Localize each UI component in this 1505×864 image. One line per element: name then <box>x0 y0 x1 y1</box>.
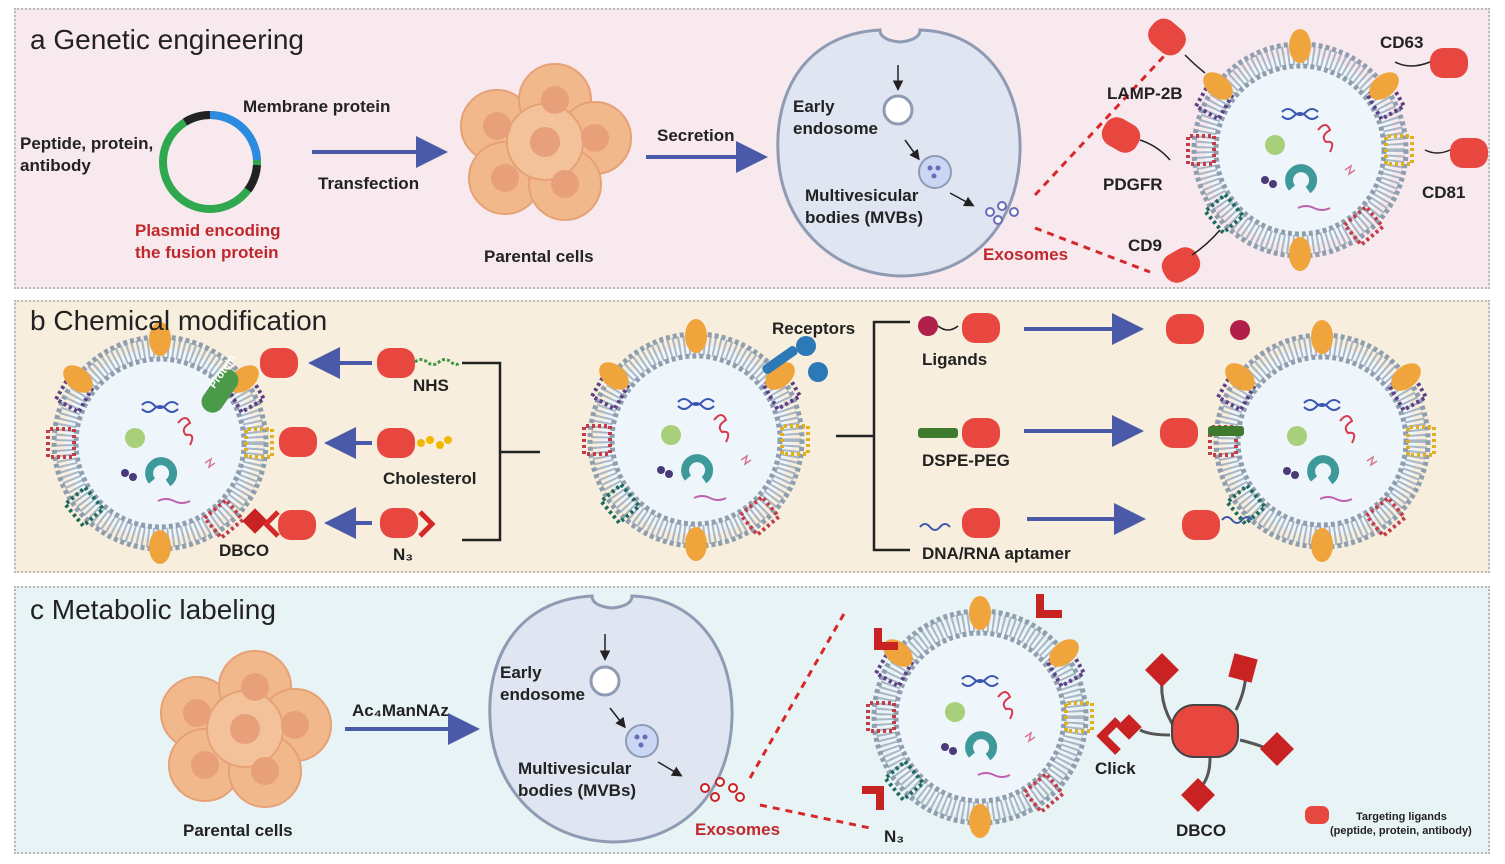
modified-exosome-b <box>48 322 272 564</box>
transfection-label: Transfection <box>318 174 420 193</box>
n3-label-b: N₃ <box>393 545 414 564</box>
ligands-b-right <box>962 313 1220 540</box>
ligands-label: Ligands <box>922 350 988 369</box>
mvb-label-1-c: Multivesicular <box>518 759 632 778</box>
exosome-release-c <box>700 777 745 802</box>
cholesterol-label: Cholesterol <box>383 469 477 488</box>
membrane-protein-label: Membrane protein <box>243 97 391 116</box>
legend-label-1: Targeting ligands <box>1356 811 1447 823</box>
exosomes-label-a: Exosomes <box>983 245 1069 264</box>
secretion-label: Secretion <box>657 126 735 145</box>
exosomes-label-c: Exosomes <box>695 820 781 839</box>
panel-b-title: b Chemical modification <box>30 305 328 336</box>
legend-swatch <box>1305 806 1329 824</box>
parental-cells-label-a: Parental cells <box>484 247 594 266</box>
panel-a-title: a Genetic engineering <box>30 24 304 55</box>
panel-c-title: c Metabolic labeling <box>30 594 276 625</box>
nhs-label: NHS <box>413 376 449 395</box>
exosome-release-a <box>985 201 1019 225</box>
plasmid-label-2: the fusion protein <box>135 243 279 262</box>
azide-labeled-exosome-c <box>868 596 1092 838</box>
parental-cells-c <box>160 650 332 808</box>
dbco-label-c: DBCO <box>1176 821 1227 840</box>
dbco-label-b: DBCO <box>219 541 270 560</box>
mvb-a <box>918 155 952 189</box>
azide-groups-c <box>862 594 1121 810</box>
native-exosome-b <box>584 319 808 561</box>
parental-cells-a <box>460 63 632 221</box>
protein-badge <box>201 369 239 413</box>
endosome-label-c: endosome <box>500 685 586 704</box>
ligands-a <box>1101 18 1488 283</box>
early-label-c: Early <box>500 663 542 682</box>
mvb-c <box>625 724 659 758</box>
n3-label-c: N₃ <box>884 827 905 846</box>
plasmid-label-1: Plasmid encoding <box>135 221 281 240</box>
early-label-a: Early <box>793 97 835 116</box>
antibody-label: antibody <box>20 156 91 175</box>
mvb-label-2-c: bodies (MVBs) <box>518 781 637 800</box>
engineered-exosome-a <box>1188 29 1412 271</box>
receptors-label: Receptors <box>772 319 856 338</box>
early-endosome-a <box>882 94 914 126</box>
early-endosome-c <box>589 665 621 697</box>
parental-cell-a <box>776 28 1022 278</box>
bracket-right <box>836 320 910 552</box>
targeted-exosome-b <box>1210 320 1434 562</box>
peptide-protein-label: Peptide, protein, <box>20 134 154 153</box>
ac4mannaz-label: Ac₄ManNAz <box>352 701 449 720</box>
legend-label-2: (peptide, protein, antibody) <box>1330 825 1472 837</box>
plasmid-diagram <box>159 110 261 213</box>
receptor-b <box>762 336 828 382</box>
aptamer-label: DNA/RNA aptamer <box>922 544 1071 563</box>
pdgfr-label: PDGFR <box>1103 175 1163 194</box>
endosome-label-a: endosome <box>793 119 879 138</box>
cd9-label: CD9 <box>1128 236 1163 255</box>
lamp2b-label: LAMP-2B <box>1107 84 1183 103</box>
click-label: Click <box>1095 759 1136 778</box>
cd63-label: CD63 <box>1380 33 1424 52</box>
parental-cells-label-c: Parental cells <box>183 821 293 840</box>
dspe-peg-label: DSPE-PEG <box>922 451 1010 470</box>
ligands-b-left <box>260 348 418 540</box>
dbco-ligand-c <box>1139 653 1294 812</box>
bracket-left <box>462 361 540 542</box>
mvb-label-2-a: bodies (MVBs) <box>805 208 924 227</box>
mvb-label-1-a: Multivesicular <box>805 186 919 205</box>
parental-cell-c <box>488 594 734 844</box>
cd81-label: CD81 <box>1422 183 1466 202</box>
